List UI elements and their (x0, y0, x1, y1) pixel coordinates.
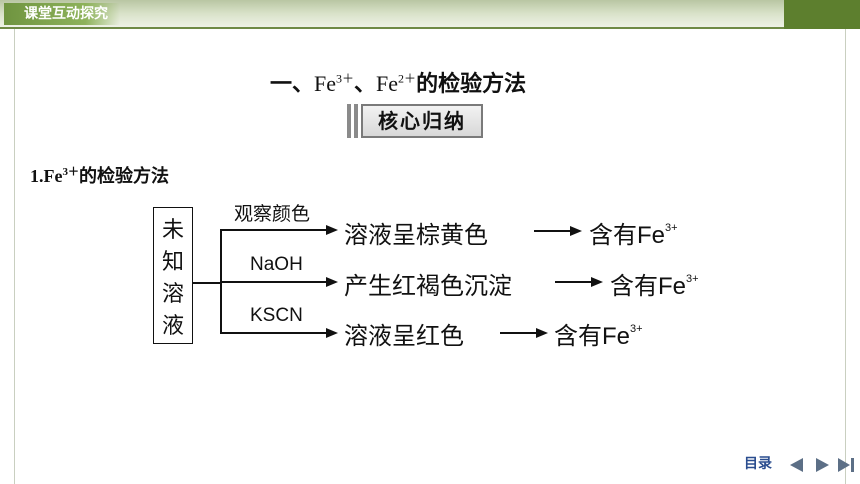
subtitle-text: 的检验方法 (78, 166, 169, 187)
section-label: 课堂互动探究 (4, 3, 120, 25)
ion-symbol: Fe (602, 323, 631, 350)
header-corner-block (784, 0, 860, 29)
branch-reagent: 观察颜色 (234, 203, 311, 225)
slide-navigation: 目录 (744, 454, 860, 476)
arrow-head-icon (591, 277, 603, 287)
contains-label: 含有 (554, 322, 602, 350)
result-arrow-line (555, 281, 593, 283)
result-arrow-line (534, 230, 572, 232)
branch-result: 溶液呈红色 (344, 322, 464, 350)
arrow-head-icon (536, 328, 548, 338)
branch-reagent: KSCN (250, 305, 303, 326)
branch-conclusion: 含有Fe3+ (554, 316, 643, 351)
subtitle: 1.Fe3＋的检验方法 (30, 162, 169, 188)
branch-result: 溶液呈棕黄色 (344, 221, 488, 249)
frame-right-line (845, 29, 846, 484)
unknown-solution-char: 液 (161, 314, 184, 339)
subtitle-number: 1. (30, 166, 44, 186)
title-fe3-charge: 3＋ (336, 71, 355, 86)
title-fe2: Fe (376, 71, 399, 96)
contains-label: 含有 (610, 272, 658, 300)
badge-label: 核心归纳 (361, 104, 483, 138)
ion-charge: 3+ (686, 273, 699, 285)
frame-left-line (14, 29, 15, 484)
last-icon-bar (851, 458, 854, 472)
prev-icon[interactable] (790, 458, 803, 472)
branch-conclusion: 含有Fe3+ (610, 266, 699, 301)
arrow-head-icon (326, 328, 338, 338)
connector-line (193, 282, 221, 284)
result-arrow-line (500, 332, 538, 334)
header-band (0, 0, 784, 27)
unknown-solution-char: 知 (161, 250, 184, 275)
last-icon[interactable] (838, 457, 860, 473)
title-fe2-charge: 2＋ (398, 71, 417, 86)
unknown-solution-box (153, 207, 193, 344)
branch-reagent: NaOH (250, 254, 303, 275)
unknown-solution-char: 溶 (161, 282, 184, 307)
unknown-solution-char: 未 (161, 218, 184, 243)
branch-line (220, 229, 328, 231)
ion-charge: 3+ (630, 323, 643, 335)
title-separator: 、 (354, 72, 377, 97)
arrow-head-icon (326, 225, 338, 235)
badge-bar (354, 104, 358, 138)
branch-result: 产生红褐色沉淀 (344, 272, 512, 300)
ion-charge: 3+ (665, 222, 678, 234)
arrow-head-icon (326, 277, 338, 287)
branch-line (220, 332, 328, 334)
title-fe3: Fe (314, 71, 337, 96)
header-bar: 课堂互动探究 (0, 0, 860, 30)
toc-link[interactable]: 目录 (744, 456, 772, 472)
subtitle-fe: Fe (43, 166, 63, 186)
summary-badge: 核心归纳 (347, 104, 483, 138)
arrow-head-icon (570, 226, 582, 236)
title-suffix: 的检验方法 (416, 72, 527, 97)
subtitle-charge: 3＋ (62, 166, 79, 178)
ion-symbol: Fe (658, 273, 687, 300)
ion-symbol: Fe (637, 222, 666, 249)
last-icon-triangle (838, 458, 850, 472)
next-icon[interactable] (816, 458, 829, 472)
title-prefix: 一、 (270, 72, 315, 97)
page-title: 一、Fe3＋、Fe2＋的检验方法 (270, 66, 526, 98)
header-rule (0, 27, 784, 29)
branch-line (220, 281, 328, 283)
badge-bar (347, 104, 351, 138)
branch-conclusion: 含有Fe3+ (589, 215, 678, 250)
contains-label: 含有 (589, 221, 637, 249)
